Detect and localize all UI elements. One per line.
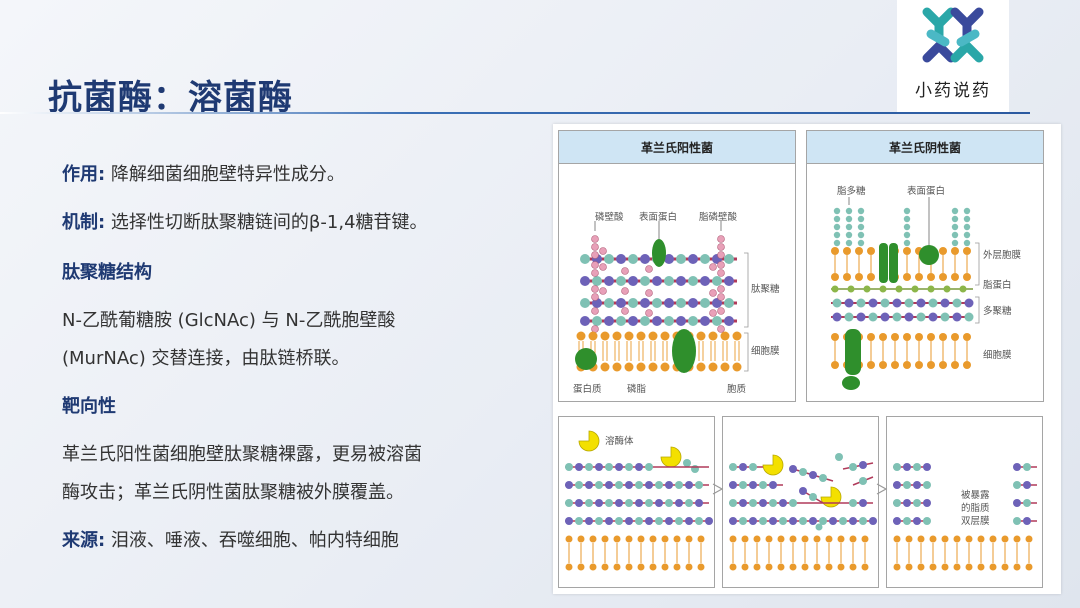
lysozyme-cutting-icon-1 [762, 454, 784, 476]
lysis-wall-2 [729, 453, 877, 531]
outer-surface-protein [919, 245, 939, 265]
label-protein: 蛋白质 [573, 384, 602, 395]
gram-negative-panel: 革兰氏阴性菌 [806, 130, 1044, 402]
label-outer-membrane: 外层胞膜 [983, 250, 1022, 261]
page-title: 抗菌酶：溶菌酶 [48, 78, 293, 118]
peptidoglycan-heading: 肽聚糖结构 [62, 262, 152, 283]
lysis-wall-3 [893, 463, 1037, 525]
lysis-step-3: 被暴露 的脂质 双层膜 [886, 416, 1043, 588]
gram-positive-diagram [575, 221, 749, 373]
membrane-protein-left [575, 348, 597, 370]
inner-membrane-protein [845, 329, 861, 375]
source-key: 来源: [62, 530, 106, 551]
porin-left [879, 243, 888, 283]
lysis-step-2 [722, 416, 879, 588]
label-cell-membrane: 细胞膜 [751, 346, 780, 357]
mechanism-key: 机制: [62, 212, 106, 233]
porin-right [889, 243, 898, 283]
label-lps: 脂多糖 [837, 186, 866, 197]
mechanism-line: 机制: 选择性切断肽聚糖链间的β-1,4糖苷键。 [62, 208, 428, 234]
label-lysozyme: 溶酶体 [605, 436, 634, 447]
label-cytoplasm: 胞质 [727, 384, 747, 395]
lysozyme-icon [578, 430, 600, 452]
lysis-step-3-diagram [893, 463, 1037, 571]
lysozyme-attacking-icon [660, 446, 682, 468]
source-line: 来源: 泪液、唾液、吞噬细胞、帕内特细胞 [62, 526, 399, 552]
gram-negative-diagram [831, 197, 980, 390]
function-key: 作用: [62, 164, 106, 185]
source-text: 泪液、唾液、吞噬细胞、帕内特细胞 [105, 530, 399, 551]
title-divider [0, 112, 1030, 114]
label-gn-peptidoglycan: 多聚糖 [983, 306, 1012, 317]
lysis-wall-1 [565, 463, 713, 525]
label-lipoprotein: 脂蛋白 [983, 280, 1012, 291]
targeting-text-1: 革兰氏阳性菌细胞壁肽聚糖裸露，更易被溶菌 [62, 444, 422, 465]
targeting-text-2: 酶攻击；革兰氏阴性菌肽聚糖被外膜覆盖。 [62, 482, 404, 503]
label-gn-cell-membrane: 细胞膜 [983, 350, 1012, 361]
lipoprotein-row [831, 285, 973, 293]
logo: 小药说药 [897, 0, 1009, 112]
cell-membrane [576, 331, 742, 372]
function-line: 作用: 降解细菌细胞壁特异性成分。 [62, 160, 345, 186]
outer-membrane [831, 247, 971, 281]
label-exposed-2: 的脂质 [961, 503, 990, 514]
lysis-membrane-2 [729, 535, 869, 571]
label-peptidoglycan: 肽聚糖 [751, 284, 780, 295]
peptidoglycan-text-1: N-乙酰葡糖胺 (GlcNAc) 与 N-乙酰胞壁酸 [62, 310, 396, 331]
logo-mark-icon [922, 7, 984, 63]
gram-negative-title: 革兰氏阴性菌 [807, 131, 1043, 164]
membrane-protein-right [672, 329, 696, 373]
label-teichoic-acid: 磷壁酸 [595, 212, 624, 223]
lysis-membrane-1 [565, 535, 705, 571]
cell-wall-figure: 革兰氏阳性菌 [553, 124, 1061, 594]
gram-positive-panel: 革兰氏阳性菌 [558, 130, 796, 402]
lysis-step-2-diagram [729, 453, 877, 571]
cytoplasm-protein [842, 376, 860, 390]
function-text: 降解细菌细胞壁特异性成分。 [105, 164, 345, 185]
label-exposed-1: 被暴露 [961, 490, 990, 501]
gram-positive-title: 革兰氏阳性菌 [559, 131, 795, 164]
lysis-step-1-diagram [565, 430, 713, 571]
logo-text: 小药说药 [915, 81, 991, 101]
teichoic-acid-chains [591, 235, 725, 333]
lysis-step-1: 溶酶体 [558, 416, 715, 588]
label-phospholipid: 磷脂 [627, 384, 647, 395]
label-exposed-3: 双层膜 [961, 516, 990, 527]
label-lipoteichoic-acid: 脂磷壁酸 [699, 212, 738, 223]
label-gn-surface-protein: 表面蛋白 [907, 186, 946, 197]
thin-peptidoglycan [831, 298, 974, 322]
lysis-membrane-3 [893, 535, 1033, 571]
targeting-heading: 靶向性 [62, 396, 116, 417]
lps-chains [833, 207, 971, 247]
label-surface-protein: 表面蛋白 [639, 212, 678, 223]
mechanism-text: 选择性切断肽聚糖链间的β-1,4糖苷键。 [105, 212, 428, 233]
lysozyme-cutting-icon-2 [820, 486, 842, 508]
peptidoglycan-text-2: (MurNAc) 交替连接，由肽链桥联。 [62, 348, 350, 369]
surface-protein [652, 239, 666, 267]
